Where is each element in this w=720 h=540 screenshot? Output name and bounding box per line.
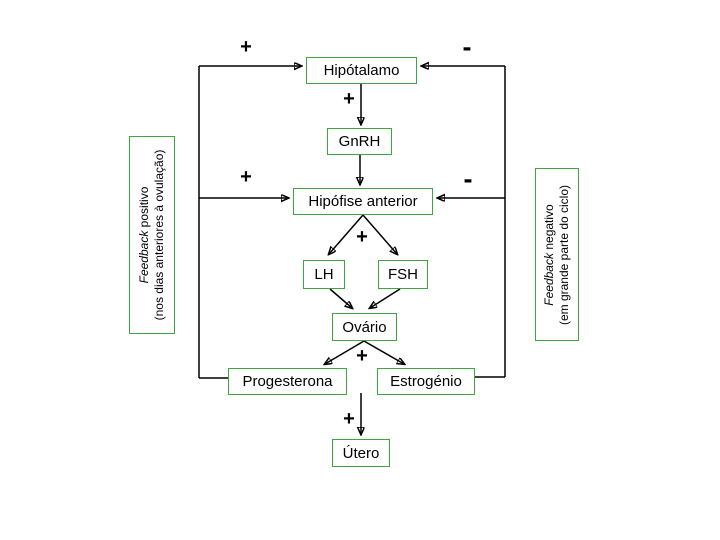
sign-plus-hipofise-lhfsh: + — [356, 226, 368, 248]
node-hipofise-anterior: Hipófise anterior — [293, 188, 433, 215]
node-hipotalamo: Hipótalamo — [306, 57, 417, 84]
node-estrogenio: Estrogénio — [377, 368, 475, 395]
feedback-positive-label-box: Feedbackpositivo (nos dias anteriores à … — [129, 136, 175, 334]
hipofise-to-fsh-arrow — [362, 214, 397, 254]
sign-plus-mid-left: + — [240, 166, 252, 188]
node-progesterona: Progesterona — [228, 368, 347, 395]
feedback-positive-subtitle: (nos dias anteriores à ovulação) — [152, 149, 166, 321]
node-utero: Útero — [332, 439, 390, 467]
ovario-to-estrogenio-arrow — [363, 340, 404, 364]
feedback-negative-label: Feedbacknegativo (em grande parte do cic… — [535, 168, 579, 341]
sign-minus-mid-right: - — [463, 164, 473, 194]
feedback-positive-title: Feedbackpositivo — [137, 186, 151, 284]
feedback-positive-label: Feedbackpositivo (nos dias anteriores à … — [129, 136, 175, 334]
lh-to-ovario-arrow — [329, 288, 352, 308]
sign-minus-top-right: - — [462, 32, 472, 62]
fsh-to-ovario-arrow — [370, 288, 401, 308]
hipofise-to-lh-arrow — [329, 214, 364, 254]
sign-plus-ovario-hormones: + — [356, 345, 368, 367]
node-lh: LH — [303, 260, 345, 289]
feedback-negative-title: Feedbacknegativo — [542, 203, 556, 306]
node-fsh: FSH — [378, 260, 428, 289]
sign-plus-hipotalamo-gnrh: + — [343, 88, 355, 110]
feedback-negative-subtitle: (em grande parte do ciclo) — [557, 184, 571, 325]
node-ovario: Ovário — [332, 313, 397, 341]
sign-plus-top-left: + — [240, 36, 252, 58]
node-gnrh: GnRH — [327, 128, 392, 155]
ovario-to-progesterona-arrow — [325, 340, 365, 364]
sign-plus-hormones-utero: + — [343, 408, 355, 430]
feedback-negative-label-box: Feedbacknegativo (em grande parte do cic… — [535, 168, 579, 341]
